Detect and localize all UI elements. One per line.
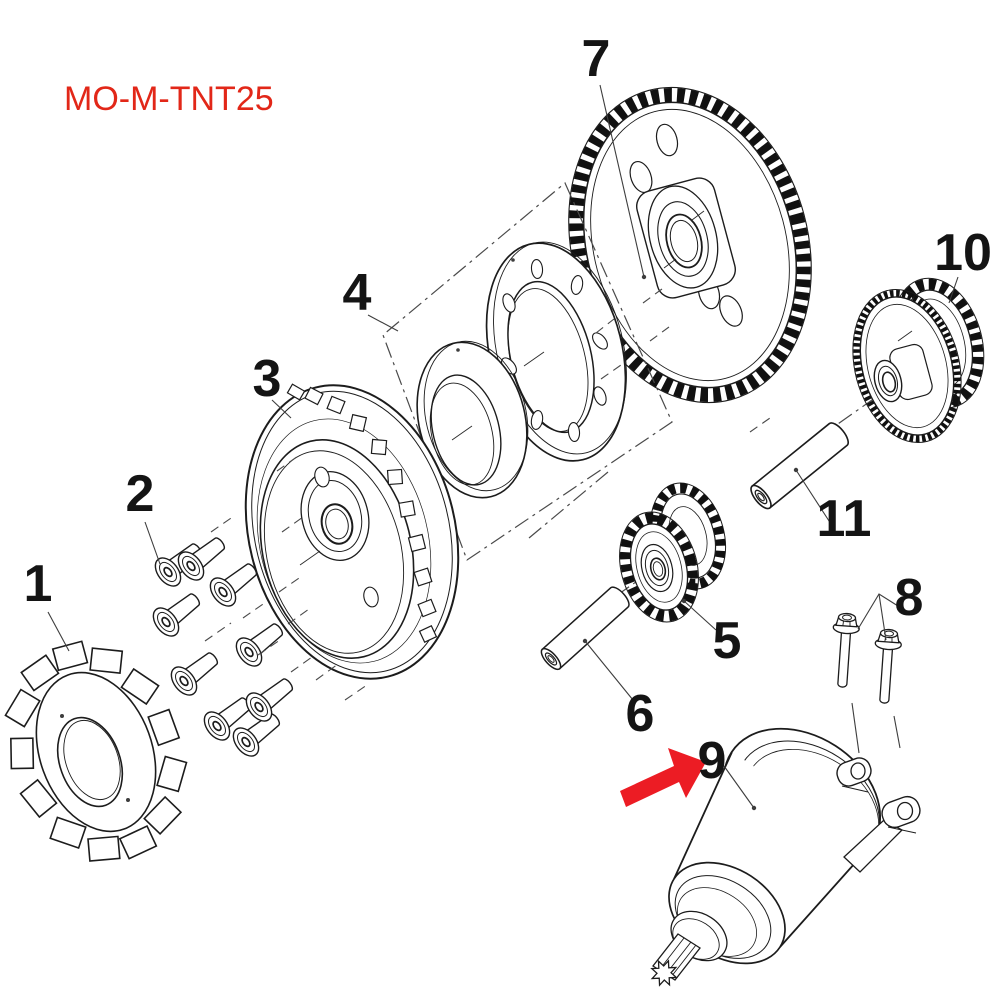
label-part-7: 7 [582, 30, 611, 88]
label-part-4: 4 [343, 264, 372, 322]
part-8-motor-bolts [828, 611, 903, 754]
pointer-arrow-icon [620, 748, 706, 807]
part-code: MO-M-TNT25 [64, 80, 274, 118]
part-9-starter-motor [650, 727, 921, 987]
part-3-flywheel-rotor [244, 383, 460, 680]
label-part-8: 8 [895, 569, 924, 627]
flange-bolt-holes [501, 258, 608, 443]
callout-labels: 1 2 3 4 5 6 7 8 9 10 11 [24, 30, 992, 790]
part-6-idler-shaft [537, 583, 633, 674]
label-part-5: 5 [713, 612, 742, 670]
leader-lines [47, 84, 959, 811]
label-part-9: 9 [698, 732, 727, 790]
part-10-reduction-gear [852, 277, 985, 444]
label-part-3: 3 [253, 350, 282, 408]
part-4-one-way-clutch-group [382, 182, 673, 561]
part-7-starter-driven-gear [568, 86, 812, 404]
part-5-idler-gear [619, 482, 726, 623]
label-part-11: 11 [817, 490, 872, 548]
stator-poles [4, 640, 188, 862]
label-part-1: 1 [24, 555, 53, 613]
spline-shaft-end [650, 959, 678, 987]
part-1-stator [4, 640, 188, 862]
label-part-10: 10 [934, 224, 992, 282]
label-part-6: 6 [626, 685, 655, 743]
label-part-2: 2 [126, 465, 155, 523]
flywheel-windows [286, 383, 438, 643]
